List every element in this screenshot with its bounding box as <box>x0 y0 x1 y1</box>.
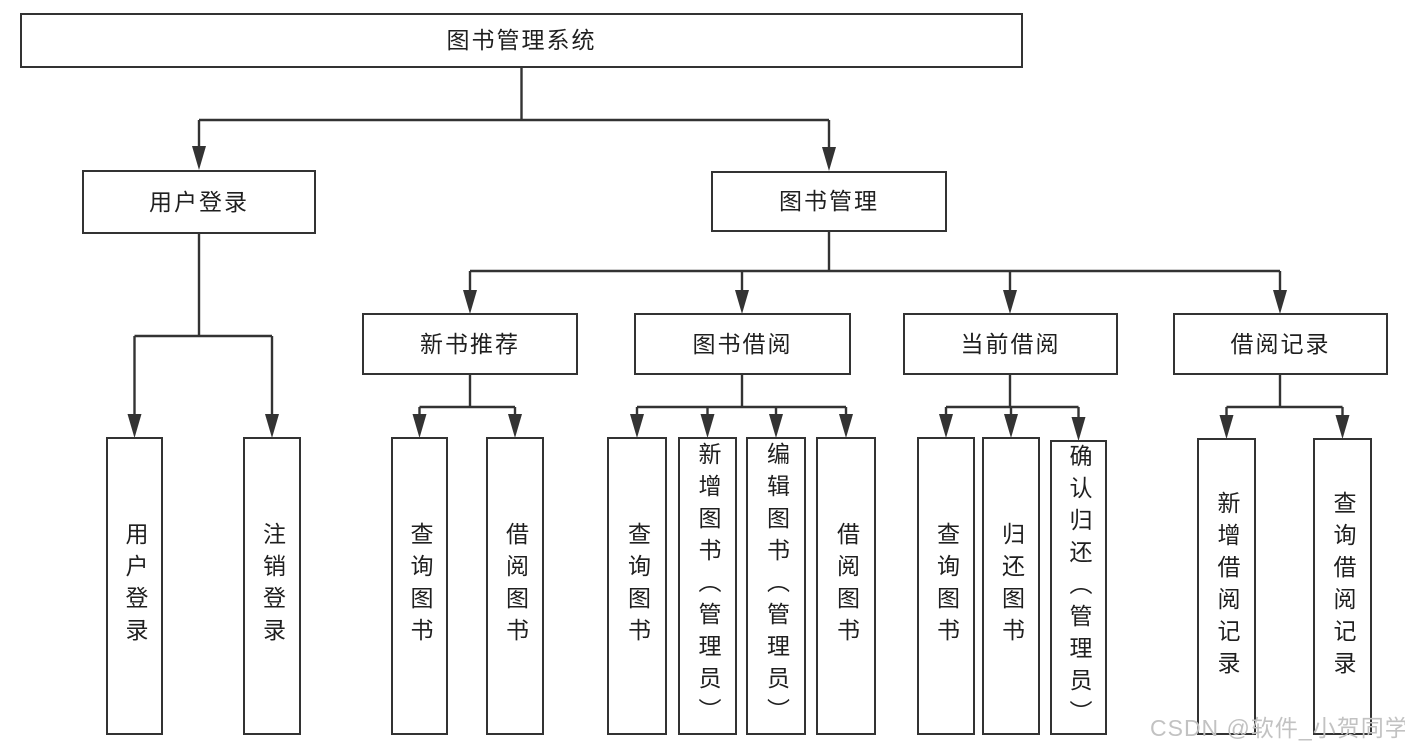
leaf-logout: 注销登录 <box>243 437 301 735</box>
arrowhead <box>839 414 853 438</box>
arrowhead <box>735 290 749 314</box>
connector-user-login <box>133 234 274 416</box>
leaf-add-books-admin: 新增图书（管理员） <box>678 437 737 735</box>
arrowhead <box>265 414 279 438</box>
node-borrowing-records-label: 借阅记录 <box>1230 330 1331 357</box>
leaf-add-borrow-record: 新增借阅记录 <box>1197 438 1256 735</box>
connector-new-books <box>418 375 517 416</box>
node-book-borrowing-label: 图书借阅 <box>692 330 793 357</box>
node-root-system: 图书管理系统 <box>20 13 1023 68</box>
leaf-query-borrow-record: 查询借阅记录 <box>1313 438 1372 735</box>
arrowhead <box>630 414 644 438</box>
leaf-borrow-books-2: 借阅图书 <box>816 437 876 735</box>
arrowhead <box>412 414 427 438</box>
arrowhead <box>939 414 953 438</box>
arrowhead <box>1003 290 1017 314</box>
arrowhead <box>769 414 783 438</box>
arrowhead <box>1071 417 1086 441</box>
node-book-borrowing: 图书借阅 <box>634 313 851 375</box>
node-new-book-recommend: 新书推荐 <box>362 313 578 375</box>
node-user-login-label: 用户登录 <box>149 188 249 215</box>
leaf-query-books-3: 查询图书 <box>917 437 975 735</box>
leaf-query-books-1-label: 查询图书 <box>407 522 433 650</box>
connector-current-borrow <box>944 375 1080 419</box>
connector-book-borrow <box>635 375 848 416</box>
arrowhead <box>1219 415 1234 439</box>
leaf-add-borrow-record-label: 新增借阅记录 <box>1214 490 1240 683</box>
node-user-login: 用户登录 <box>82 170 316 234</box>
leaf-confirm-return-admin: 确认归还（管理员） <box>1050 440 1107 735</box>
leaf-user-login: 用户登录 <box>106 437 163 735</box>
node-current-borrowing: 当前借阅 <box>903 313 1118 375</box>
leaf-query-books-2-label: 查询图书 <box>624 522 651 650</box>
leaf-return-books: 归还图书 <box>982 437 1040 735</box>
leaf-query-books-3-label: 查询图书 <box>933 522 960 650</box>
node-book-management-label: 图书管理 <box>779 188 879 214</box>
arrowhead <box>463 290 477 314</box>
leaf-query-books-2: 查询图书 <box>607 437 667 735</box>
leaf-query-borrow-record-label: 查询借阅记录 <box>1330 490 1356 683</box>
connector-book-mgmt <box>468 232 1282 292</box>
node-book-management: 图书管理 <box>711 171 947 232</box>
leaf-borrow-books-1: 借阅图书 <box>486 437 544 735</box>
node-borrowing-records: 借阅记录 <box>1173 313 1388 375</box>
leaf-return-books-label: 归还图书 <box>998 522 1025 650</box>
node-new-book-recommend-label: 新书推荐 <box>420 330 520 357</box>
leaf-user-login-label: 用户登录 <box>122 522 148 650</box>
leaf-confirm-return-admin-label: 确认归还（管理员） <box>1066 443 1092 732</box>
leaf-logout-label: 注销登录 <box>259 522 286 650</box>
leaf-edit-books-admin: 编辑图书（管理员） <box>746 437 806 735</box>
arrowhead <box>700 414 715 438</box>
arrowhead <box>822 147 836 171</box>
csdn-watermark: CSDN @软件_小贺同学 <box>1150 715 1405 741</box>
leaf-query-books-1: 查询图书 <box>391 437 448 735</box>
arrowhead <box>1004 414 1018 438</box>
arrowhead <box>1335 415 1350 439</box>
leaf-borrow-books-1-label: 借阅图书 <box>502 522 529 650</box>
leaf-edit-books-admin-label: 编辑图书（管理员） <box>763 442 790 730</box>
leaf-add-books-admin-label: 新增图书（管理员） <box>695 442 721 730</box>
node-current-borrowing-label: 当前借阅 <box>960 330 1061 357</box>
connector-borrow-records <box>1225 375 1344 417</box>
connector-root <box>197 68 831 149</box>
arrowhead <box>127 414 142 438</box>
leaf-borrow-books-2-label: 借阅图书 <box>833 522 860 650</box>
arrowhead <box>192 146 206 170</box>
node-root-system-label: 图书管理系统 <box>446 27 597 53</box>
arrowhead <box>1273 290 1287 314</box>
arrowhead <box>508 414 522 438</box>
